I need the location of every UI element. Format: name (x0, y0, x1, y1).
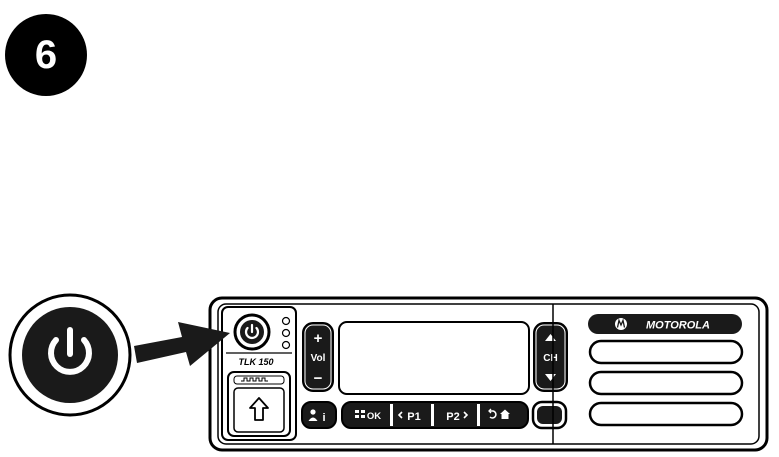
brand-label: MOTOROLA (646, 320, 710, 332)
led-1 (281, 316, 291, 326)
pointer-arrow (134, 322, 230, 366)
led-3 (281, 340, 291, 350)
volume-minus: − (314, 370, 323, 387)
user-icon (310, 409, 316, 415)
volume-label: Vol (311, 353, 326, 364)
power-icon (244, 323, 260, 340)
back-home-button[interactable] (488, 408, 510, 419)
menu-icon (355, 410, 359, 413)
step-number-badge: 6 (5, 14, 87, 96)
radio-inner-border (217, 303, 760, 445)
wave-icon (241, 377, 268, 382)
speaker-grille-2 (588, 370, 744, 396)
p2-label: P2 (446, 411, 459, 423)
channel-label: CH (543, 353, 557, 364)
ok-label: OK (367, 411, 381, 422)
display-screen (338, 321, 530, 395)
left-chevron-icon (397, 411, 403, 419)
info-label: i (322, 412, 325, 424)
step-number: 6 (34, 32, 58, 77)
p2-button[interactable]: P2 (446, 411, 469, 423)
back-icon (489, 410, 497, 419)
volume-rocker[interactable] (302, 322, 334, 392)
home-icon (500, 409, 510, 419)
p1-label: P1 (407, 411, 420, 423)
menu-ok-button[interactable]: OK (355, 410, 381, 422)
right-chevron-icon (463, 411, 469, 419)
p1-button[interactable]: P1 (397, 411, 421, 423)
channel-rocker[interactable] (533, 322, 568, 392)
user-info-button[interactable] (301, 401, 337, 429)
speaker-grille-3 (588, 401, 744, 427)
up-arrow-outline-icon (249, 397, 269, 421)
brand-plate (588, 314, 742, 334)
callout-power-icon (48, 327, 92, 375)
model-label: TLK 150 (238, 357, 273, 367)
led-2 (281, 328, 291, 338)
keypad-bar (341, 401, 529, 429)
speaker-grille-1 (588, 339, 744, 365)
volume-plus: + (314, 330, 323, 347)
